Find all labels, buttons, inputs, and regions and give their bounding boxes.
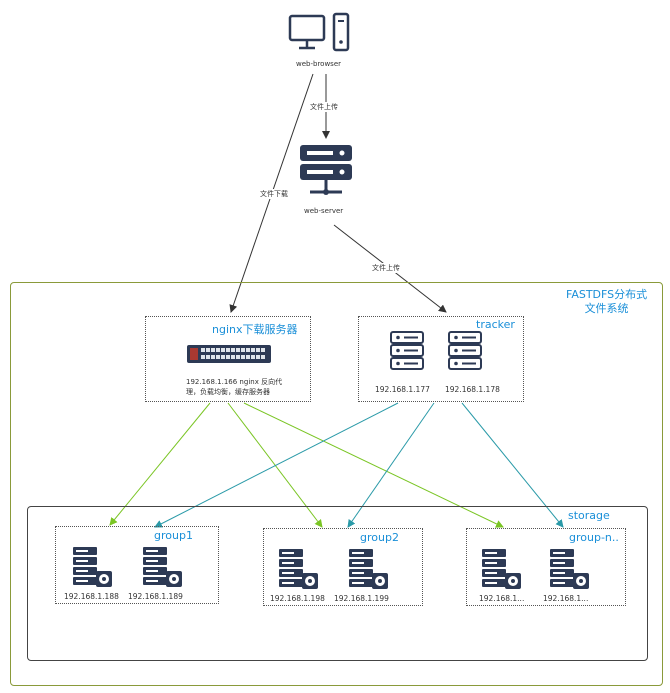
- tracker-node: tracker 192.168.1.177 192.168.1.178: [358, 316, 524, 402]
- edge-label-upload-to-server: 文件上传: [310, 102, 338, 112]
- storage-server-icon: [142, 545, 184, 595]
- desktop-computer-icon: [288, 12, 350, 52]
- group-ip-1: 192.168.1...: [479, 594, 525, 603]
- browser-node: web-browser: [286, 12, 366, 72]
- fastdfs-cluster: [10, 282, 663, 686]
- group-box-2: group2 192.168.1.198 192.168.1.199: [263, 528, 423, 606]
- cluster-title-line2: 文件系统: [584, 302, 629, 315]
- storage-server-icon: [481, 547, 523, 597]
- tracker-title: tracker: [476, 318, 515, 331]
- cluster-title: FASTDFS分布式 文件系统: [566, 288, 647, 316]
- group-ip-2: 192.168.1.199: [334, 594, 389, 603]
- server-rack-icon: [300, 145, 352, 195]
- group-box-n: group-n.. 192.168.1... 192.168.1...: [466, 528, 626, 606]
- browser-label: web-browser: [296, 60, 342, 68]
- nginx-note: 192.168.1.166 nginx 反向代理，负载均衡，缓存服务器: [186, 378, 283, 396]
- storage-container: [27, 506, 648, 661]
- storage-server-icon: [348, 547, 390, 597]
- tracker-ip-1: 192.168.1.177: [375, 385, 430, 394]
- storage-server-icon: [278, 547, 320, 597]
- nginx-title: nginx下载服务器: [212, 323, 298, 336]
- network-switch-icon: [187, 345, 271, 363]
- group-ip-2: 192.168.1...: [543, 594, 589, 603]
- group-ip-1: 192.168.1.188: [64, 592, 119, 601]
- tracker-ip-2: 192.168.1.178: [445, 385, 500, 394]
- edge-label-upload-to-tracker: 文件上传: [372, 263, 400, 273]
- storage-server-icon: [72, 545, 114, 595]
- group-title: group-n..: [569, 531, 619, 544]
- group-ip-2: 192.168.1.189: [128, 592, 183, 601]
- group-title: group1: [154, 529, 193, 542]
- edge-label-download: 文件下载: [260, 189, 288, 199]
- group-title: group2: [360, 531, 399, 544]
- server-node: web-server: [296, 143, 366, 218]
- nginx-node: nginx下载服务器 192.168.1.166 nginx 反向代理，负载均衡…: [145, 316, 311, 402]
- storage-server-icon: [549, 547, 591, 597]
- edge-nginx-group1: [109, 402, 211, 526]
- storage-title: storage: [568, 509, 610, 522]
- server-label: web-server: [304, 207, 344, 215]
- group-box-1: group1 192.168.1.188 192.168.1.189: [55, 526, 219, 604]
- tracker-server-icon-1: [390, 331, 424, 370]
- group-ip-1: 192.168.1.198: [270, 594, 325, 603]
- tracker-server-icon-2: [448, 331, 482, 370]
- cluster-title-line1: FASTDFS分布式: [566, 288, 648, 301]
